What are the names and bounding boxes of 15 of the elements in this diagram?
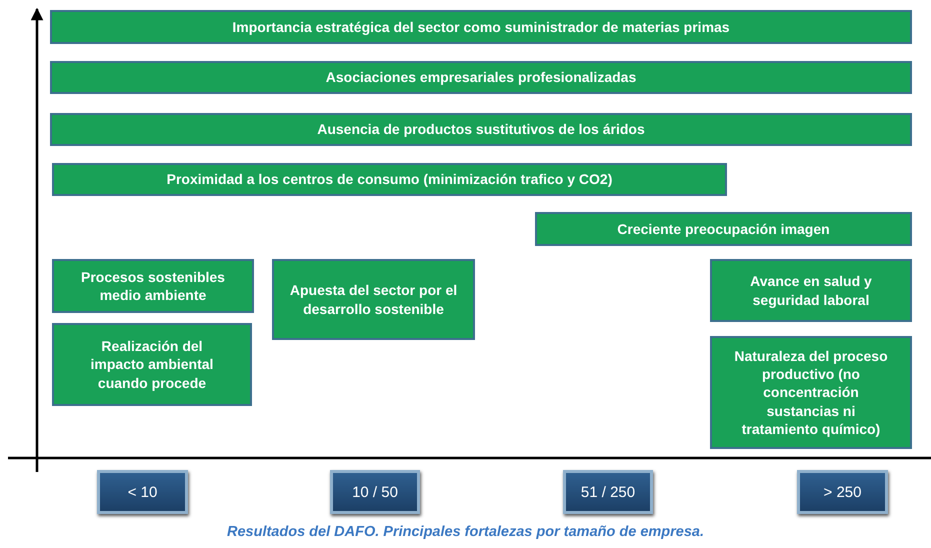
size-category-box: 10 / 50	[330, 470, 420, 514]
strength-box: Importancia estratégica del sector como suministrador de materias primas	[50, 10, 912, 44]
strength-box: Ausencia de productos sustitutivos de los áridos	[50, 113, 912, 146]
strength-box: Realización del impacto ambiental cuando procede	[52, 323, 252, 406]
size-category-box: < 10	[97, 470, 188, 514]
size-category-box: > 250	[797, 470, 888, 514]
strength-box: Procesos sostenibles medio ambiente	[52, 259, 254, 313]
strength-box: Apuesta del sector por el desarrollo sostenible	[272, 259, 475, 340]
caption: Resultados del DAFO. Principales fortalezas por tamaño de empresa.	[226, 524, 706, 540]
strength-box: Proximidad a los centros de consumo (minimización trafico y CO2)	[52, 163, 727, 196]
size-category-box: 51 / 250	[563, 470, 653, 514]
strength-box: Avance en salud y seguridad laboral	[710, 259, 912, 322]
strength-box: Naturaleza del proceso productivo (no concentración sustancias ni tratamiento químico)	[710, 336, 912, 449]
strength-box: Asociaciones empresariales profesionalizadas	[50, 61, 912, 94]
strength-box: Creciente preocupación imagen	[535, 212, 912, 246]
